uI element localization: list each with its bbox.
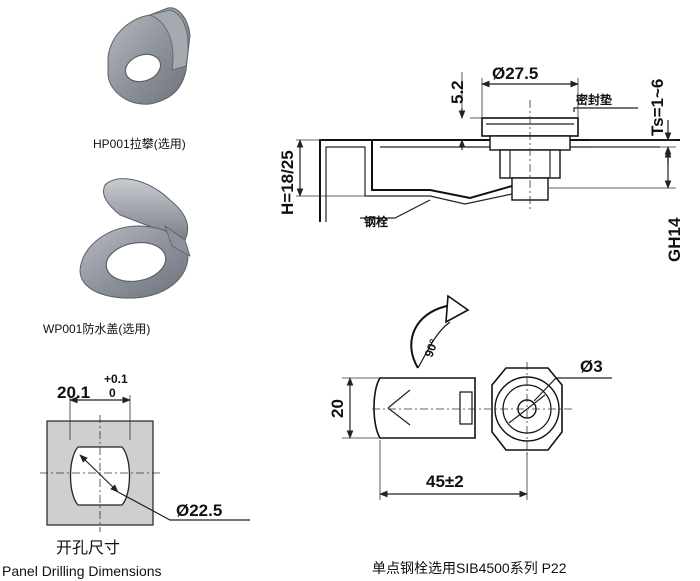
side-dim-5-2: 5.2 [448,80,467,104]
wp001-waterproof-cover-image [79,178,191,299]
height-label: H=18/25 [278,150,297,215]
front-dim-length: 45±2 [426,472,464,491]
rotation-label: 90° [422,337,441,359]
panel-caption-en: Panel Drilling Dimensions [2,563,162,579]
panel-tol-upper: +0.1 [104,372,128,386]
front-view-drawing [342,294,612,500]
panel-tol-lower: 0 [109,386,116,400]
model-caption: 单点钢栓选用SIB4500系列 P22 [372,560,567,576]
front-dim-hole: Ø3 [580,357,603,376]
panel-width-dim: 20.1 [57,383,90,402]
ts-label: Ts=1~6 [648,79,667,136]
panel-diameter-dim: Ø22.5 [176,501,222,520]
hp001-caption: HP001拉攀(选用) [93,136,186,151]
hp001-pull-ring-image [107,7,191,105]
panel-caption-cn: 开孔尺寸 [56,539,120,557]
side-view-drawing [296,72,680,222]
pawl-label: 钢栓 [364,214,388,229]
gh-label: GH14 [665,217,684,262]
gasket-label: 密封垫 [576,92,612,107]
wp001-caption: WP001防水盖(选用) [43,321,150,336]
side-dim-diameter: Ø27.5 [492,64,538,83]
panel-drilling-drawing [40,395,250,532]
front-dim-height: 20 [328,399,347,418]
